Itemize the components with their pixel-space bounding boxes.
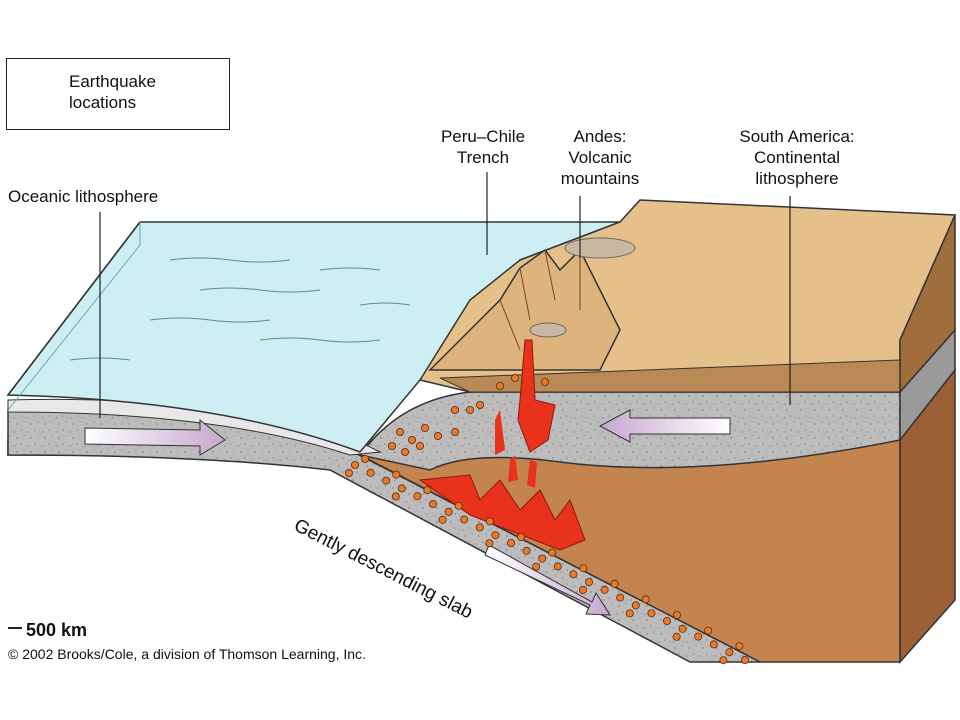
ocean-texture — [69, 257, 411, 361]
earthquake-dot — [413, 492, 422, 501]
earthquake-dot — [475, 523, 484, 532]
earthquake-dot — [709, 640, 718, 649]
volcanic-plume — [564, 237, 636, 259]
earthquake-dot — [450, 427, 459, 436]
earthquake-dot — [423, 486, 432, 495]
andes-mountains — [428, 248, 621, 371]
earthquake-dot — [420, 423, 429, 432]
magma-drop-2 — [508, 455, 518, 482]
earthquake-dot — [647, 609, 656, 618]
label-andes: Andes: Volcanic mountains — [560, 127, 640, 188]
earthquake-dot — [569, 570, 578, 579]
magma-drop-3 — [527, 460, 537, 488]
earthquake-dot — [392, 470, 401, 479]
legend: Earthquake locations — [6, 58, 230, 130]
earthquake-dot — [428, 499, 437, 508]
earthquake-dot — [366, 468, 375, 477]
earthquake-dot — [673, 611, 682, 620]
earthquake-dot — [532, 562, 541, 571]
earthquake-dot — [610, 579, 619, 588]
earthquake-dot — [616, 593, 625, 602]
earthquake-dot — [625, 609, 634, 618]
earthquake-dot — [444, 507, 453, 516]
earthquake-dot — [485, 539, 494, 548]
earthquake-dot — [678, 624, 687, 633]
earthquake-dot — [344, 468, 353, 477]
arrow-continental-motion — [598, 409, 731, 443]
earthquake-dot — [506, 539, 515, 548]
arrow-oceanic-motion — [84, 418, 226, 456]
earthquake-dot — [553, 562, 562, 571]
earthquake-dot — [579, 564, 588, 573]
earthquake-dot — [495, 381, 504, 390]
earthquake-dot — [491, 531, 500, 540]
earthquake-dot — [465, 405, 474, 414]
earthquake-dot — [585, 578, 594, 587]
label-south-america: South America: Continental lithosphere — [739, 127, 855, 188]
earthquake-dot — [741, 656, 750, 665]
earthquake-dot — [387, 441, 396, 450]
earthquake-dot — [600, 585, 609, 594]
earthquake-dot — [672, 632, 681, 641]
earthquake-dot — [719, 656, 728, 665]
legend-label: Earthquake locations — [69, 72, 156, 112]
ocean — [6, 221, 621, 453]
earthquake-dot — [450, 405, 459, 414]
earthquake-dot — [391, 492, 400, 501]
mantle — [7, 439, 901, 663]
earthquake-dot — [538, 554, 547, 563]
earthquake-dot — [579, 586, 588, 595]
earthquake-dot — [475, 400, 484, 409]
earthquake-dot — [397, 484, 406, 493]
earthquake-dot — [382, 476, 391, 485]
magma-melt-zone — [418, 474, 586, 551]
earthquake-dot — [415, 441, 424, 450]
copyright: © 2002 Brooks/Cole, a division of Thomso… — [8, 646, 366, 662]
scale-label: 500 km — [26, 620, 88, 640]
earthquake-dot — [400, 447, 409, 456]
earthquake-dot — [517, 533, 526, 542]
earthquake-dot — [663, 617, 672, 626]
magma-drop — [495, 410, 505, 455]
earthquake-dot — [395, 427, 404, 436]
earthquake-dot — [735, 642, 744, 651]
leader-lines — [99, 172, 791, 418]
volcanic-plume-2 — [529, 322, 567, 338]
earthquake-dot — [454, 501, 463, 510]
earthquake-dot — [510, 373, 519, 382]
arrow-slab-motion — [484, 544, 611, 616]
label-oceanic-lithosphere: Oceanic lithosphere — [8, 187, 159, 206]
earthquake-dot — [725, 648, 734, 657]
earthquake-dot — [460, 515, 469, 524]
magma-conduit — [517, 339, 556, 453]
earthquake-dot — [433, 431, 442, 440]
earthquake-dot — [704, 626, 713, 635]
earthquake-dot — [548, 548, 557, 557]
earthquake-dot — [641, 595, 650, 604]
earthquake-dot — [485, 517, 494, 526]
earthquake-dot — [407, 435, 416, 444]
earthquake-dot — [522, 546, 531, 555]
earthquake-dot — [360, 454, 369, 463]
earthquake-dot — [631, 601, 640, 610]
earthquake-dots — [344, 373, 750, 665]
label-trench: Peru–Chile Trench — [440, 127, 526, 167]
earthquake-dot — [350, 460, 359, 469]
earthquake-dot — [694, 632, 703, 641]
earthquake-dot — [438, 515, 447, 524]
earthquake-dot — [541, 377, 550, 386]
